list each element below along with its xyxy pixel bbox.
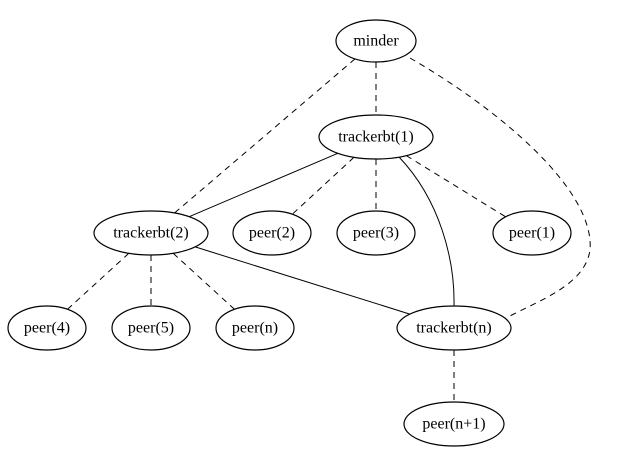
edge-trackerbt2-to-trackerbtn <box>195 246 410 315</box>
node-minder: minder <box>335 19 417 63</box>
node-label: minder <box>353 33 399 50</box>
edge-trackerbt2-to-peern <box>172 252 235 310</box>
node-peer3: peer(3) <box>336 210 416 256</box>
node-ellipse <box>403 401 505 447</box>
edge-trackerbt2-to-peer4 <box>67 252 130 310</box>
node-ellipse <box>93 210 209 256</box>
node-ellipse <box>7 305 87 351</box>
edges-layer <box>67 57 591 402</box>
edge-trackerbt1-to-peer2 <box>291 156 355 215</box>
node-label: peer(1) <box>509 225 555 242</box>
node-label: peer(2) <box>249 225 295 242</box>
edge-trackerbt1-to-trackerbt2 <box>189 152 338 218</box>
node-ellipse <box>232 210 312 256</box>
edge-minder-to-trackerbtn <box>409 57 591 319</box>
node-label: trackerbt(n) <box>416 320 492 337</box>
node-label: peer(n) <box>232 320 278 337</box>
node-ellipse <box>396 305 512 351</box>
node-ellipse <box>335 19 417 63</box>
node-ellipse <box>111 305 191 351</box>
node-label: trackerbt(2) <box>113 225 189 242</box>
nodes-layer: minder trackerbt(1) trackerbt(2) peer(2) pee… <box>7 19 572 447</box>
node-label: peer(5) <box>128 320 174 337</box>
node-label: peer(4) <box>24 320 70 337</box>
edge-trackerbt1-to-trackerbtn <box>398 156 455 307</box>
node-trackerbtn: trackerbt(n) <box>396 305 512 351</box>
node-ellipse <box>318 114 434 160</box>
node-ellipse <box>336 210 416 256</box>
node-peer2: peer(2) <box>232 210 312 256</box>
node-ellipse <box>492 210 572 256</box>
node-trackerbt2: trackerbt(2) <box>93 210 209 256</box>
node-peer5: peer(5) <box>111 305 191 351</box>
node-peer4: peer(4) <box>7 305 87 351</box>
node-label: peer(3) <box>353 225 399 242</box>
node-ellipse <box>215 305 295 351</box>
node-peer1: peer(1) <box>492 210 572 256</box>
edge-trackerbt1-to-peer1 <box>406 155 506 218</box>
node-peern1: peer(n+1) <box>403 401 505 447</box>
node-label: trackerbt(1) <box>338 129 414 146</box>
node-trackerbt1: trackerbt(1) <box>318 114 434 160</box>
node-label: peer(n+1) <box>422 416 485 433</box>
node-peern: peer(n) <box>215 305 295 351</box>
